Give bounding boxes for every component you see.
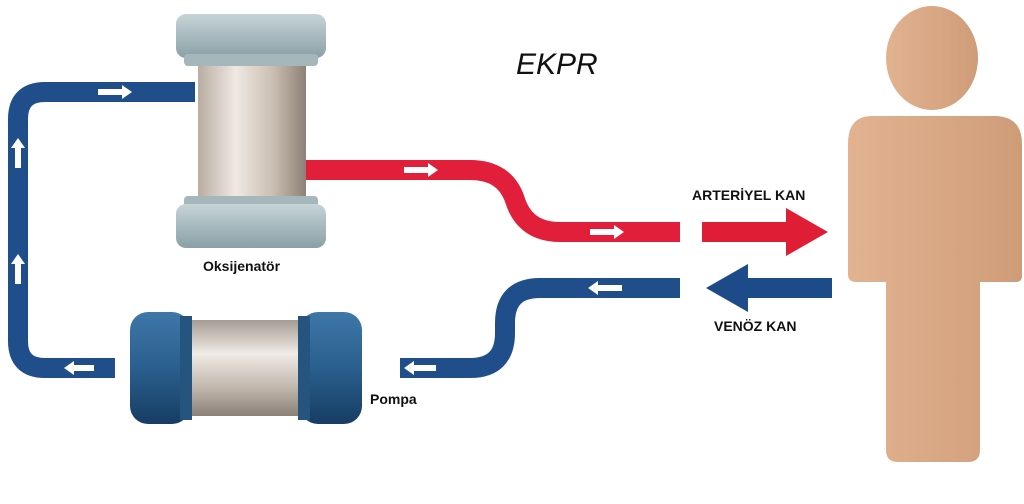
pump-label: Pompa — [370, 391, 417, 407]
pump-icon — [130, 312, 362, 424]
flow-arrow-icon — [404, 361, 436, 375]
venous-tube — [7, 82, 680, 378]
arterial-arrow-icon — [702, 208, 828, 256]
flow-arrow-icon — [11, 254, 25, 284]
flow-arrow-icon — [64, 361, 94, 375]
venous-arrow-icon — [706, 264, 832, 312]
venous-blood-label: VENÖZ KAN — [714, 318, 797, 334]
flow-arrow-icon — [404, 163, 438, 177]
flow-arrow-icon — [11, 138, 25, 168]
flow-arrows — [11, 85, 624, 375]
arterial-tube — [300, 160, 680, 242]
diagram-title: EKPR — [516, 48, 598, 81]
flow-arrow-icon — [588, 281, 622, 295]
flow-arrow-icon — [590, 225, 624, 239]
patient-icon — [848, 6, 1022, 462]
arterial-blood-label: ARTERİYEL KAN — [692, 187, 806, 203]
flow-arrow-icon — [98, 85, 132, 99]
oxygenator-icon — [176, 14, 326, 248]
oxygenator-label: Oksijenatör — [203, 258, 281, 274]
